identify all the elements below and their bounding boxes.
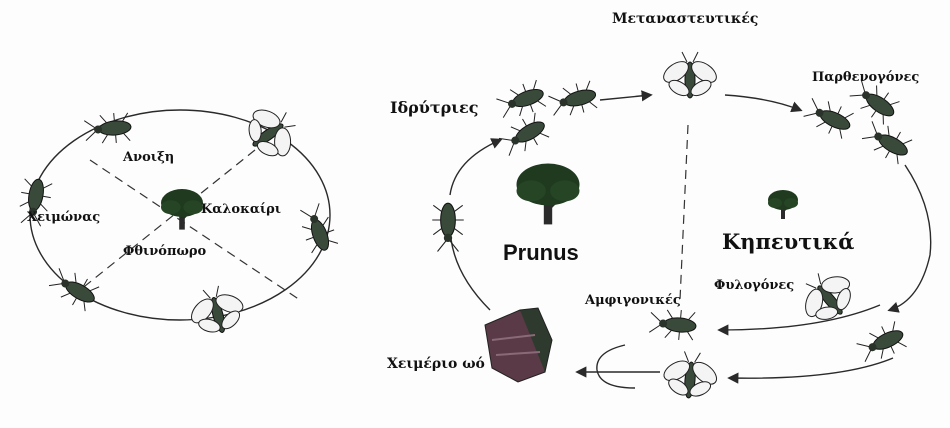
aphid-icon [860,117,915,166]
winged-aphid-icon [235,94,308,170]
winged-aphid-icon [660,52,720,99]
label-migrants: Μεταναστευτικές [612,11,758,27]
aphid-icon [47,264,102,313]
label-parthenogenic: Παρθενογόνες [812,70,919,85]
label-winter-egg: Χειμέριο ωό [387,356,485,372]
founder-aphid-icon [432,203,464,251]
label-spring: Ανοιξη [123,150,174,165]
label-prunus: Prunus [503,240,579,266]
left-tree-icon [161,189,203,230]
aphid-icon [854,320,908,367]
winged-aphid-icon [658,349,722,401]
aphid-icon [296,202,340,255]
label-autumn: Φθινόπωρο [123,244,206,259]
dashed-migrant-line [680,125,688,300]
right-cycle [432,52,930,401]
label-winter: Χειμώνας [27,210,100,225]
arrow-inner-right [720,305,880,330]
arrow-amphigonic-loop [597,345,635,388]
aphid-icon [547,79,599,120]
prunus-tree-icon [517,164,580,225]
label-amphigonic: Αμφιγονικές [585,293,681,308]
arrow-founders-to-migrants [600,95,650,100]
winged-aphid-icon [182,280,252,341]
label-vegetables: Κηπευτικά [722,229,854,254]
aphid-icon [495,78,548,122]
left-cycle-cross-lines [80,150,300,300]
arrow-egg-to-founder [450,225,490,310]
aphid-icon [84,112,132,146]
arrow-parthenogenic-to-sexuparae [890,165,931,310]
label-sexuparae: Φυλογόνες [714,278,794,293]
label-summer: Καλοκαίρι [201,202,281,217]
aphid-icon [649,307,697,341]
arrow-migrants-to-parthenogenic [725,95,800,110]
winter-egg-icon [485,308,552,382]
aphid-icon [801,94,855,141]
arrow-return-loop [730,358,893,378]
aphid-icon [497,111,552,160]
vegetable-plant-icon [768,190,798,219]
arrow-founder-to-founders [450,140,500,195]
label-founders: Ιδρύτριες [390,98,479,117]
winged-aphid-icon [789,259,865,333]
